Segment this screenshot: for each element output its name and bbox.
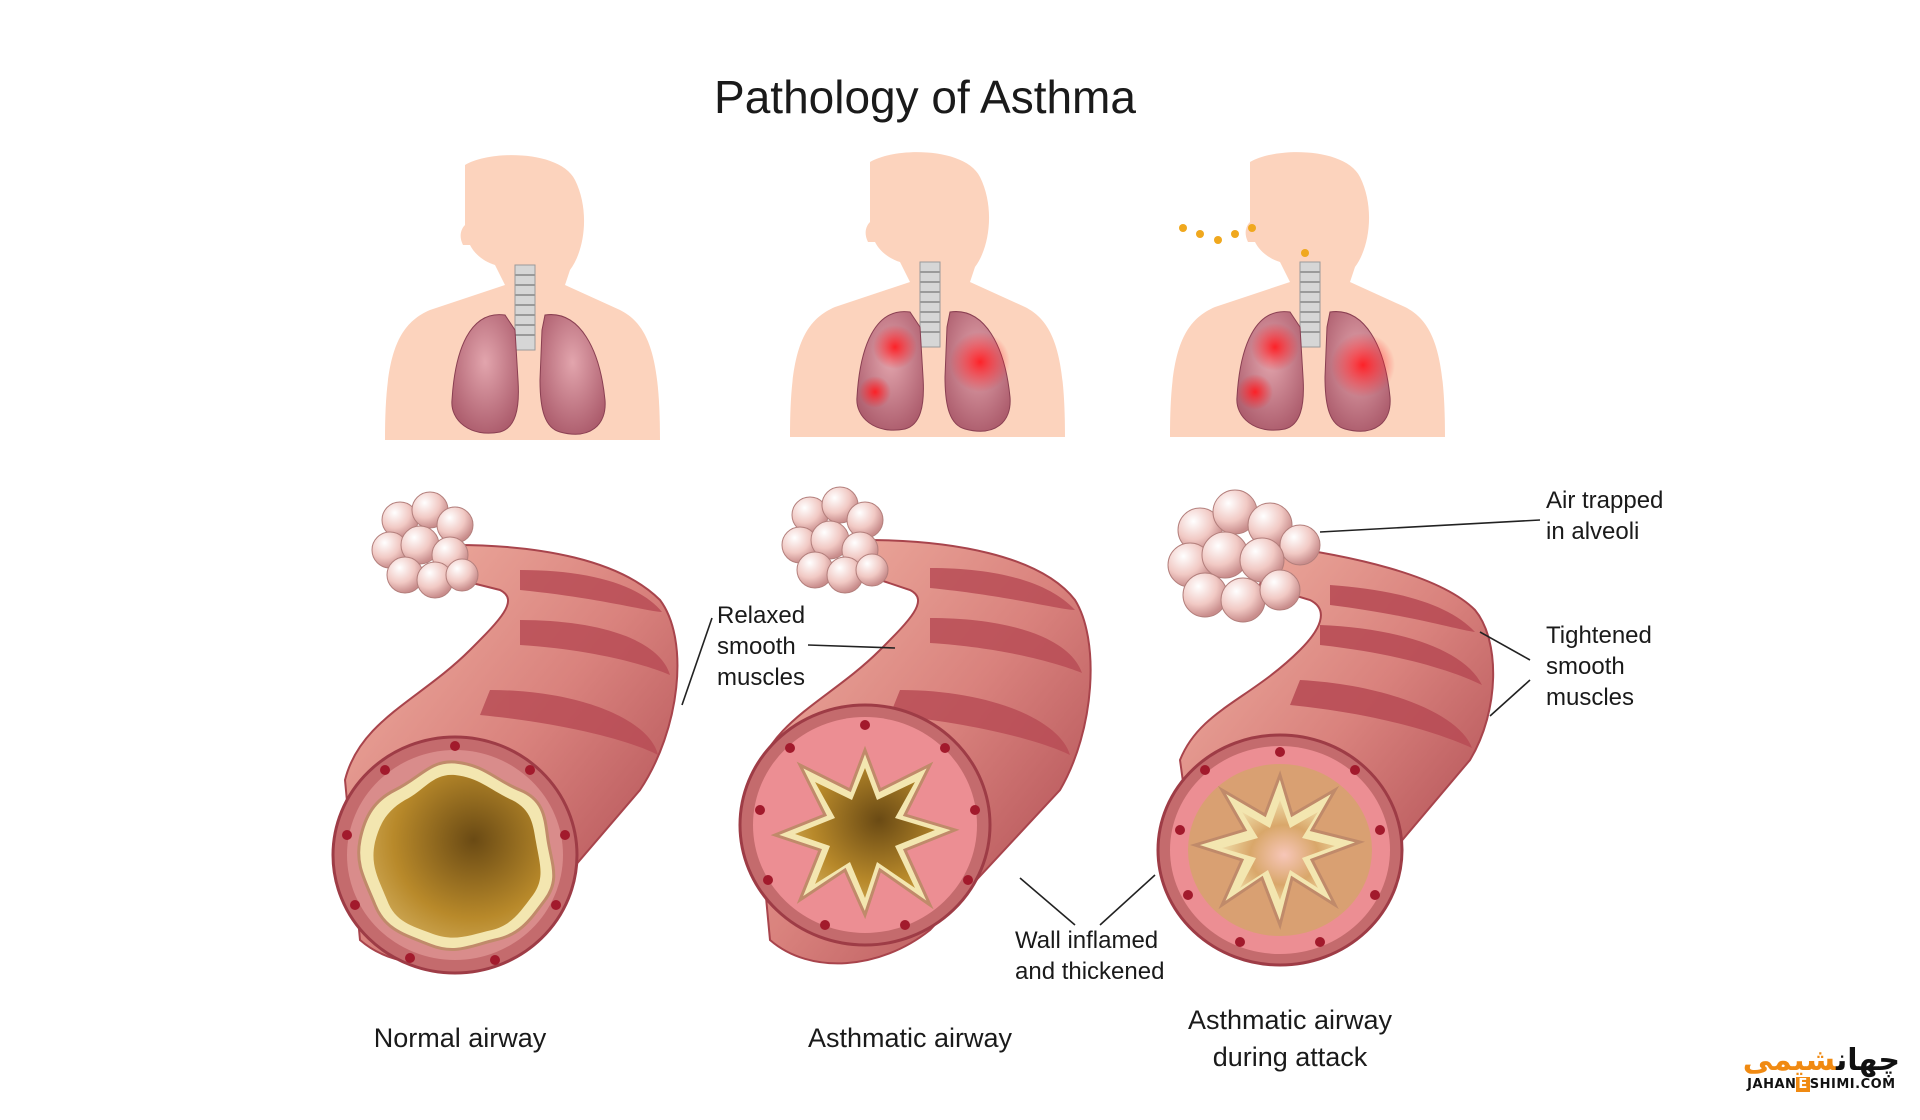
blood-vessels — [342, 741, 570, 965]
page-title: Pathology of Asthma — [714, 71, 1136, 123]
airway-lumen — [373, 774, 541, 938]
watermark-fa-accent: شیمی — [1742, 1043, 1837, 1078]
airway-attack — [1156, 489, 1495, 967]
airway-lumen — [1222, 800, 1335, 900]
inflammation-spot — [950, 332, 1010, 392]
label-tightened-smooth-muscles: Tightened smooth muscles — [1546, 622, 1652, 711]
inflammation-spot — [1331, 333, 1395, 397]
watermark-en-accent: E — [1796, 1077, 1810, 1092]
alveoli-cluster — [371, 491, 479, 599]
allergen-particles — [1179, 224, 1309, 257]
torso-attack — [1170, 152, 1445, 437]
caption-attack-airway: Asthmatic airway during attack — [1187, 1005, 1393, 1072]
torso-asthmatic — [790, 152, 1065, 437]
inflammation-spot — [1237, 374, 1273, 410]
airway-lumen — [795, 768, 935, 898]
right-lung — [539, 314, 606, 435]
left-lung — [451, 314, 519, 434]
watermark-fa: چهانشیمی — [1743, 1045, 1900, 1077]
watermark-en-suffix: SHIMI.COM — [1809, 1077, 1896, 1092]
watermark-fa-main: چهان — [1836, 1043, 1900, 1078]
trachea — [514, 264, 536, 351]
label-wall-inflamed: Wall inflamed and thickened — [1015, 927, 1165, 985]
label-relaxed-smooth-muscles: Relaxed smooth muscles — [717, 602, 806, 691]
muscle-bands — [480, 570, 670, 755]
alveoli-cluster — [1167, 489, 1321, 623]
leader-lines — [681, 519, 1541, 926]
label-air-trapped: Air trapped in alveoli — [1546, 487, 1664, 545]
airway-normal — [331, 491, 679, 975]
inflammation-spot — [873, 325, 917, 369]
torso-normal — [385, 155, 660, 440]
watermark-en-prefix: JAHAN — [1747, 1077, 1797, 1092]
inflammation-spot — [1251, 323, 1299, 371]
airway-asthmatic — [738, 486, 1092, 965]
caption-asthmatic-airway: Asthmatic airway — [807, 1023, 1013, 1053]
caption-normal-airway: Normal airway — [373, 1023, 547, 1053]
alveoli-cluster — [781, 486, 889, 594]
inflammation-spot — [859, 376, 891, 408]
